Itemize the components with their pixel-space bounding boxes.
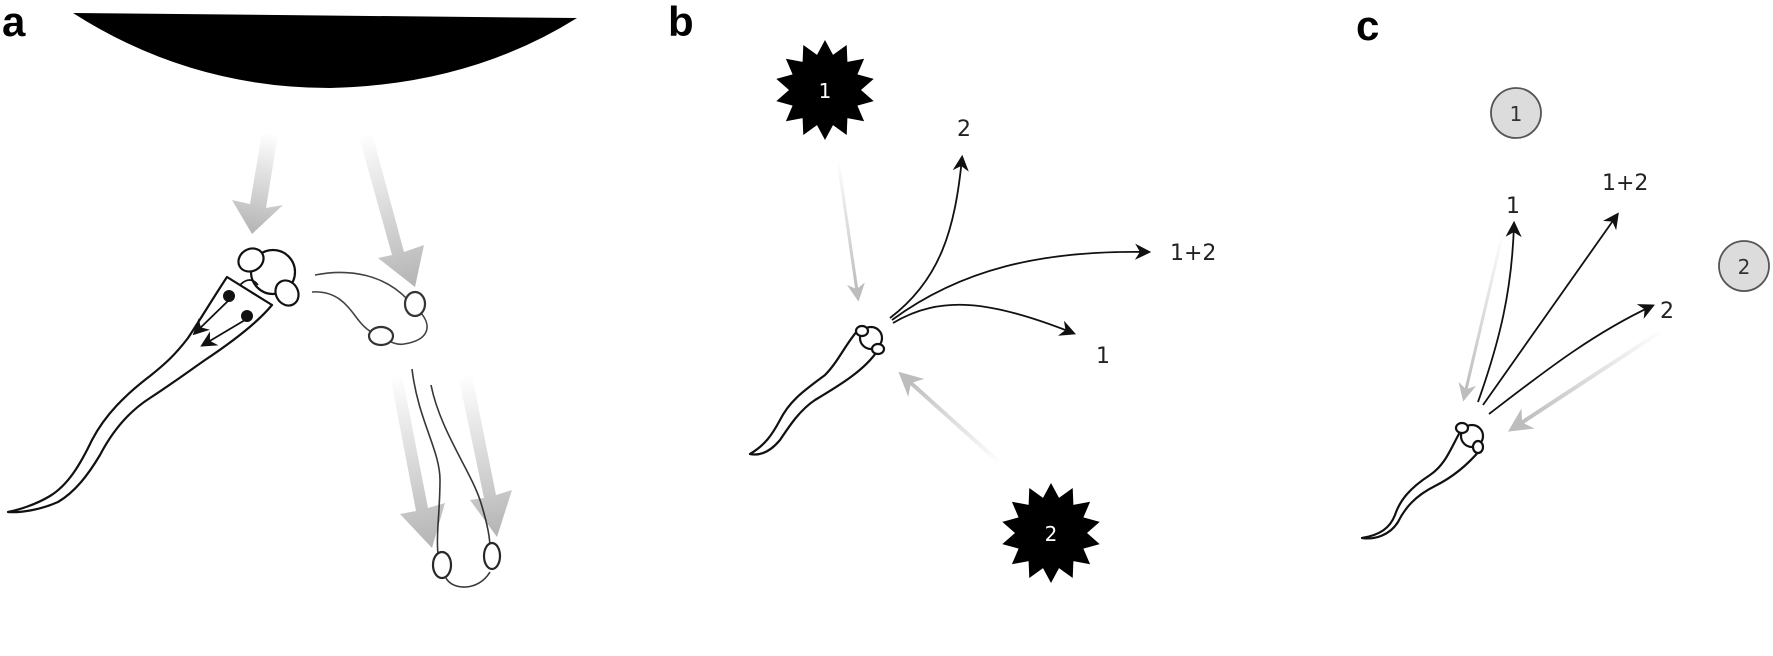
stimulus-arrow-1: [1458, 231, 1505, 402]
response-label-1-plus-2: 1+2: [1602, 171, 1648, 196]
stimulus-arrow-1: [836, 159, 865, 302]
stimulus-arrow: [390, 375, 445, 548]
looming-stimulus-shape: [73, 13, 577, 88]
larva-c: [1360, 421, 1485, 540]
stimulus-arrow: [232, 133, 283, 234]
stimulus-arrow: [358, 133, 424, 287]
panel-b: b 1 2 2 1+2 1: [668, 0, 1216, 583]
neuron-dot: [223, 290, 235, 302]
larva-resting: [6, 247, 300, 514]
response-arrow-1: [1477, 220, 1522, 403]
stimulus-2-label: 2: [1738, 255, 1751, 279]
larva-escape: [411, 368, 502, 588]
response-arrow-2: [889, 154, 969, 319]
panel-label-a: a: [2, 0, 26, 45]
stimulus-2-circle: 2: [1718, 240, 1770, 292]
response-arrow-1-plus-2: [891, 243, 1152, 321]
response-arrow-1-plus-2: [1482, 212, 1619, 406]
stimulus-1-label: 1: [1510, 102, 1523, 126]
starburst-icon: [776, 40, 874, 140]
response-arrow-2: [1488, 304, 1655, 415]
larva-c-bend: [311, 271, 428, 347]
stimulus-1-circle: 1: [1490, 87, 1542, 139]
response-label-2: 2: [957, 117, 971, 142]
larva-b: [748, 324, 886, 456]
stimulus-2-star: 2: [1002, 483, 1100, 583]
stimulus-1-label: 1: [819, 79, 832, 103]
stimulus-1-star: 1: [776, 40, 874, 140]
stimulus-arrow-2: [898, 371, 1002, 465]
stimulus-arrow-2: [1507, 328, 1665, 432]
response-label-1-plus-2: 1+2: [1170, 241, 1216, 266]
response-label-1: 1: [1506, 194, 1520, 219]
response-label-1: 1: [1096, 344, 1110, 369]
stimulus-arrow: [458, 375, 512, 537]
neuron-dot: [241, 310, 253, 322]
starburst-icon: [1002, 483, 1100, 583]
response-label-2: 2: [1660, 299, 1674, 324]
panel-label-c: c: [1356, 2, 1379, 49]
panel-label-b: b: [668, 0, 694, 45]
panel-a: a: [2, 0, 577, 588]
stimulus-2-label: 2: [1045, 522, 1058, 546]
response-arrow-1: [892, 303, 1077, 336]
stimulus-arrows-a: [232, 133, 512, 548]
panel-c: c 1 2 1 1+2 2: [1356, 2, 1770, 540]
